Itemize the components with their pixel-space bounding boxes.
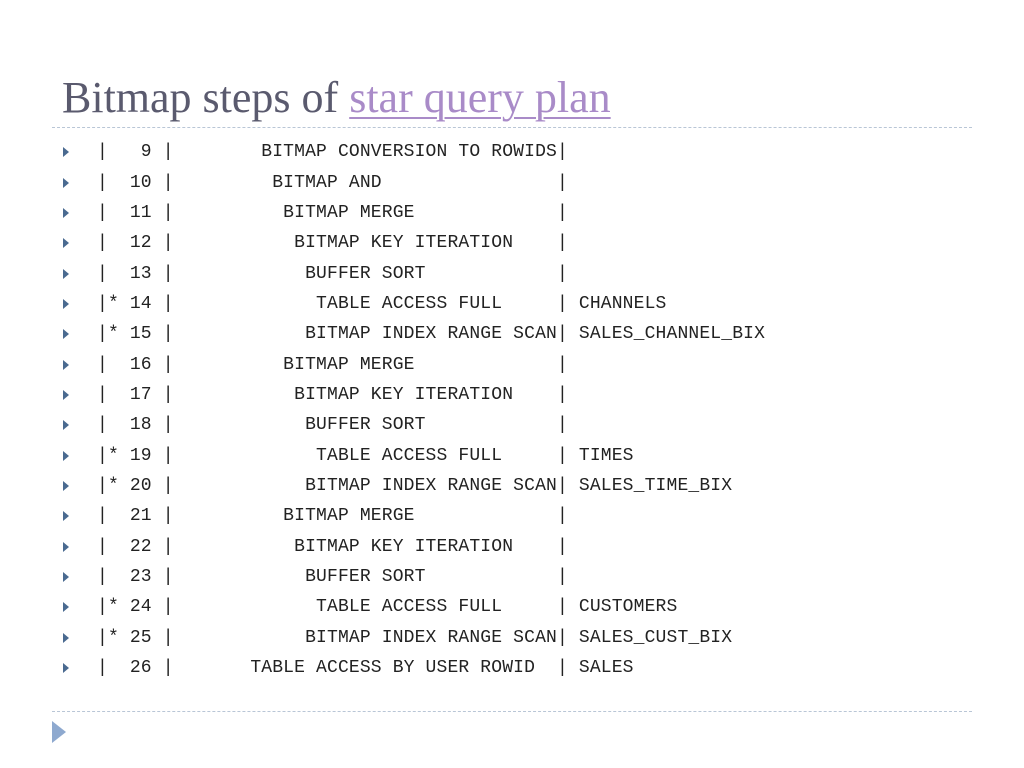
star-query-plan-link[interactable]: star query plan [349,73,611,122]
list-item: | 26 | TABLE ACCESS BY USER ROWID | SALE… [60,653,765,683]
list-item: |* 15 | BITMAP INDEX RANGE SCAN| SALES_C… [60,319,765,349]
slide-title-text: Bitmap steps of [62,73,350,122]
bullet-arrow-icon [63,147,69,158]
bullet-arrow-icon [63,480,69,491]
list-item: | 9 | BITMAP CONVERSION TO ROWIDS| [60,137,765,167]
bullet-arrow-icon [63,207,69,218]
bullet-arrow-icon [63,632,69,643]
bullet-arrow-icon [63,238,69,249]
list-item: | 16 | BITMAP MERGE | [60,349,765,379]
bullet-arrow-icon [63,177,69,188]
list-item: | 11 | BITMAP MERGE | [60,198,765,228]
list-item: |* 25 | BITMAP INDEX RANGE SCAN| SALES_C… [60,623,765,653]
list-item: |* 24 | TABLE ACCESS FULL | CUSTOMERS [60,592,765,622]
plan-step-text: | 17 | BITMAP KEY ITERATION | [97,384,568,405]
list-item: | 12 | BITMAP KEY ITERATION | [60,228,765,258]
bullet-arrow-icon [63,329,69,340]
bullet-arrow-icon [63,541,69,552]
bullet-arrow-icon [63,359,69,370]
plan-step-text: |* 24 | TABLE ACCESS FULL | CUSTOMERS [97,597,678,618]
bullet-arrow-icon [63,298,69,309]
bullet-arrow-icon [63,571,69,582]
bullet-arrow-icon [63,511,69,522]
plan-step-text: | 21 | BITMAP MERGE | [97,506,568,527]
plan-step-text: |* 25 | BITMAP INDEX RANGE SCAN| SALES_C… [97,627,733,648]
list-item: | 13 | BUFFER SORT | [60,258,765,288]
bullet-arrow-icon [63,420,69,431]
list-item: | 18 | BUFFER SORT | [60,410,765,440]
bullet-arrow-icon [63,663,69,674]
plan-step-text: | 18 | BUFFER SORT | [97,415,568,436]
title-divider [52,127,972,128]
plan-step-text: | 16 | BITMAP MERGE | [97,354,568,375]
plan-step-text: | 26 | TABLE ACCESS BY USER ROWID | SALE… [97,658,634,679]
plan-step-text: | 10 | BITMAP AND | [97,172,568,193]
plan-step-text: |* 15 | BITMAP INDEX RANGE SCAN| SALES_C… [97,324,766,345]
plan-step-text: |* 20 | BITMAP INDEX RANGE SCAN| SALES_T… [97,475,733,496]
list-item: | 21 | BITMAP MERGE | [60,501,765,531]
plan-step-text: | 11 | BITMAP MERGE | [97,202,568,223]
footer-divider [52,711,972,712]
bullet-arrow-icon [63,450,69,461]
list-item: | 17 | BITMAP KEY ITERATION | [60,380,765,410]
list-item: | 10 | BITMAP AND | [60,167,765,197]
bullet-arrow-icon [63,602,69,613]
bullet-arrow-icon [63,389,69,400]
plan-step-text: | 12 | BITMAP KEY ITERATION | [97,233,568,254]
plan-step-text: | 22 | BITMAP KEY ITERATION | [97,536,568,557]
plan-step-text: | 23 | BUFFER SORT | [97,566,568,587]
plan-step-text: |* 14 | TABLE ACCESS FULL | CHANNELS [97,293,667,314]
plan-step-text: | 13 | BUFFER SORT | [97,263,568,284]
list-item: |* 19 | TABLE ACCESS FULL | TIMES [60,440,765,470]
list-item: | 22 | BITMAP KEY ITERATION | [60,531,765,561]
slide-title: Bitmap steps of star query plan [62,70,611,126]
slide-play-icon [52,721,66,743]
plan-step-text: | 9 | BITMAP CONVERSION TO ROWIDS| [97,142,568,163]
plan-step-text: |* 19 | TABLE ACCESS FULL | TIMES [97,445,634,466]
bullet-arrow-icon [63,268,69,279]
list-item: | 23 | BUFFER SORT | [60,562,765,592]
list-item: |* 14 | TABLE ACCESS FULL | CHANNELS [60,289,765,319]
plan-step-list: | 9 | BITMAP CONVERSION TO ROWIDS| | 10 … [60,137,765,683]
list-item: |* 20 | BITMAP INDEX RANGE SCAN| SALES_T… [60,471,765,501]
